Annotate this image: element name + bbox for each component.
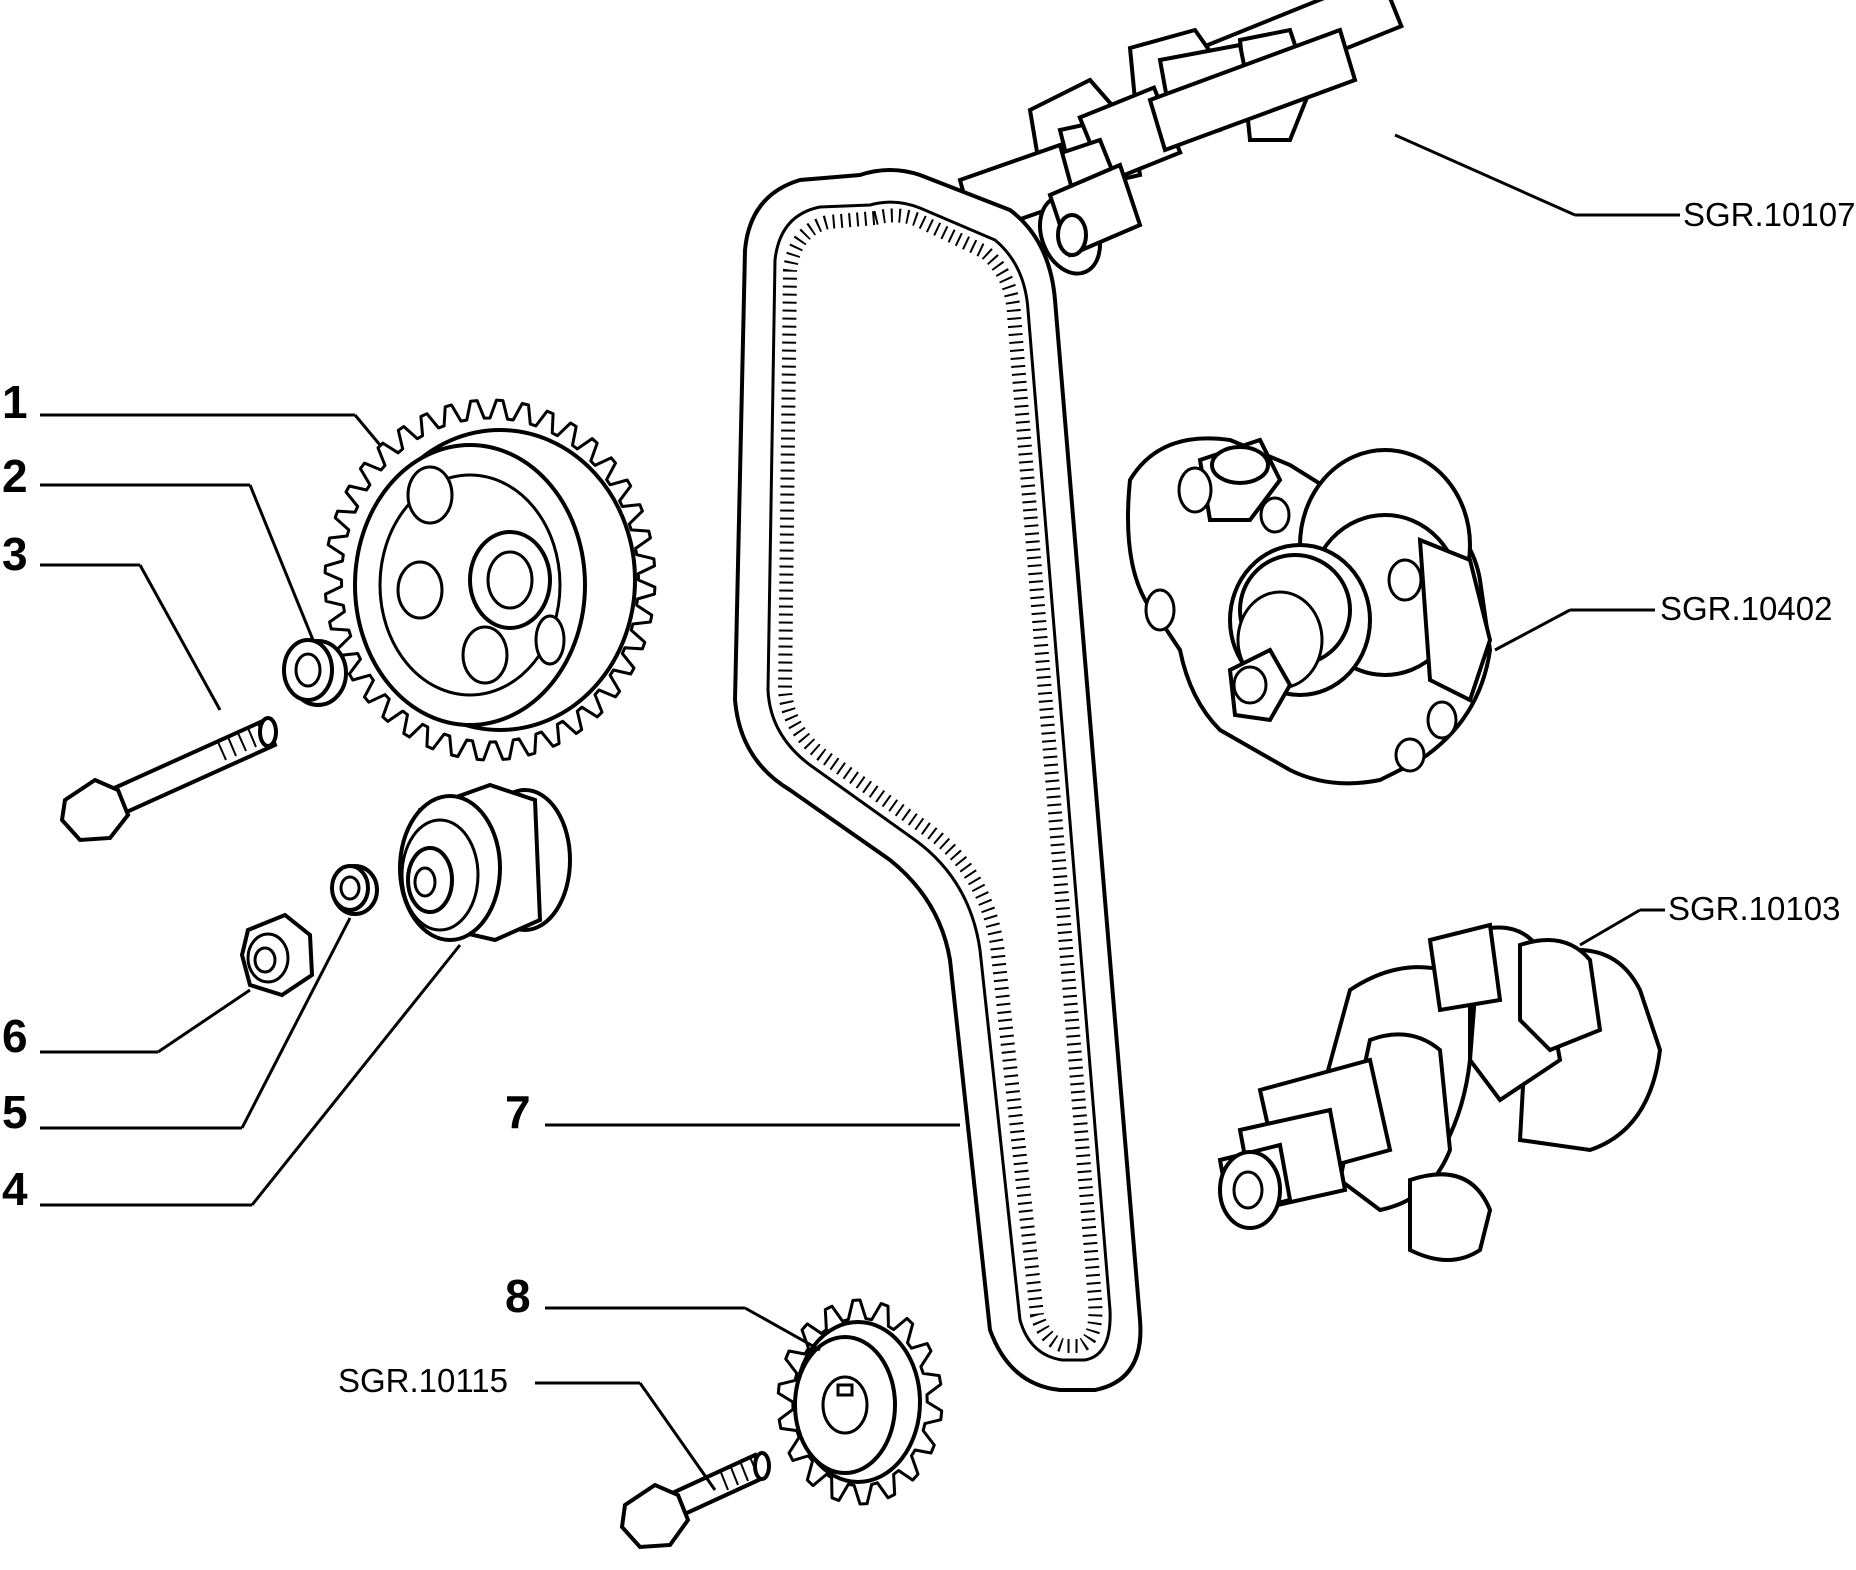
callout-7: 7: [505, 1086, 531, 1138]
ref-bolt: SGR.10115: [338, 1362, 508, 1399]
callout-8: 8: [505, 1270, 531, 1322]
callout-4: 4: [2, 1163, 28, 1215]
callout-1: 1: [2, 376, 28, 428]
pulley-bolt-part: [535, 1381, 771, 1550]
ref-camshaft: SGR.10107: [1683, 196, 1855, 233]
water-pump-part: [1126, 436, 1655, 786]
ref-water-pump: SGR.10402: [1660, 590, 1832, 627]
bolt-part: [40, 563, 278, 843]
ref-crankshaft: SGR.10103: [1668, 890, 1840, 927]
camshaft-pulley-part: [40, 398, 657, 762]
callout-2: 2: [2, 450, 28, 502]
washer-part: [40, 483, 348, 707]
callout-5: 5: [2, 1086, 28, 1138]
crankshaft-part: [1217, 908, 1665, 1262]
timing-belt: [545, 168, 1143, 1392]
nut-part: [40, 912, 315, 1054]
tensioner-washer-part: [40, 864, 379, 1130]
crankshaft-pulley-part: [545, 1298, 944, 1506]
tensioner-part: [40, 782, 572, 1207]
callout-6: 6: [2, 1010, 28, 1062]
callout-3: 3: [2, 528, 28, 580]
camshaft-part: [957, 0, 1680, 276]
